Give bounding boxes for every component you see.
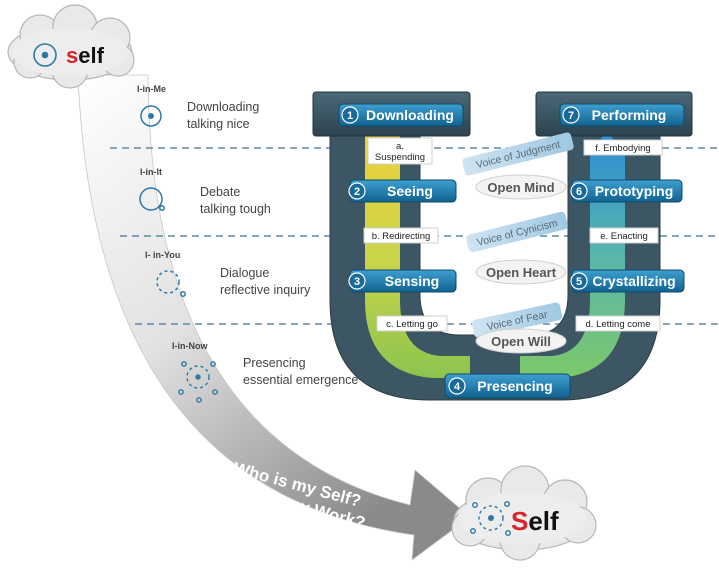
stage-downloading: 1 Downloading [338, 103, 464, 127]
self-icon [33, 43, 57, 67]
open-will: Open Will [475, 328, 567, 354]
svg-text:Debate: Debate [200, 185, 240, 199]
stage-performing: 7 Performing [559, 103, 685, 127]
svg-text:e. Enacting: e. Enacting [600, 231, 648, 242]
self-cloud-bottom: Self [451, 465, 597, 561]
self-word: self [66, 43, 105, 68]
svg-text:b. Redirecting: b. Redirecting [372, 231, 431, 242]
stage-seeing: 2 Seeing [348, 179, 457, 203]
svg-text:Downloading: Downloading [187, 100, 259, 114]
dotted-ring-icon [178, 361, 218, 403]
svg-text:Open Will: Open Will [491, 334, 551, 349]
open-mind: Open Mind [475, 174, 567, 200]
stage-label: Performing [592, 107, 667, 123]
stage-number: 4 [454, 381, 461, 393]
svg-text:Suspending: Suspending [375, 152, 425, 163]
stage-label: Sensing [385, 273, 439, 289]
transition-embodying: f. Embodying [583, 139, 663, 156]
level-i-in-you: I- in-You Dialogue reflective inquiry [145, 250, 311, 297]
svg-text:talking nice: talking nice [187, 117, 250, 131]
stage-number: 7 [568, 110, 574, 122]
stage-crystallizing: 5 Crystallizing [570, 269, 685, 293]
stage-label: Seeing [387, 183, 433, 199]
transition-letting-go: c. Letting go [376, 315, 448, 332]
stage-number: 5 [576, 276, 582, 288]
stage-number: 1 [347, 110, 353, 122]
svg-text:Dialogue: Dialogue [220, 266, 269, 280]
svg-text:c. Letting go: c. Letting go [386, 319, 438, 330]
svg-text:Open Mind: Open Mind [487, 180, 554, 195]
svg-text:f. Embodying: f. Embodying [595, 143, 650, 154]
self-cloud-top: self [7, 4, 135, 89]
voice-of-cynicism: Voice of Cynicism [466, 211, 568, 253]
transition-suspending: a. Suspending [367, 137, 433, 165]
open-heart: Open Heart [475, 259, 567, 285]
dashed-circle-icon [156, 270, 186, 297]
single-small-circle-icon [140, 105, 162, 127]
svg-text:I- in-You: I- in-You [145, 250, 180, 260]
svg-text:I-in-Me: I-in-Me [137, 84, 166, 94]
level-i-in-it: I-in-It Debate talking tough [139, 167, 271, 216]
level-i-in-now: I-in-Now Presencing essential emergence [172, 341, 358, 403]
transition-letting-come: d. Letting come [575, 315, 661, 332]
transition-enacting: e. Enacting [589, 227, 659, 244]
svg-text:talking tough: talking tough [200, 202, 271, 216]
svg-text:Presencing: Presencing [243, 356, 306, 370]
stage-number: 3 [354, 276, 360, 288]
stage-prototyping: 6 Prototyping [570, 179, 683, 203]
stage-number: 6 [576, 186, 582, 198]
level-i-in-me: I-in-Me Downloading talking nice [137, 84, 259, 131]
svg-text:Open Heart: Open Heart [486, 265, 557, 280]
svg-text:a.: a. [396, 141, 404, 152]
svg-text:reflective inquiry: reflective inquiry [220, 283, 311, 297]
journey-arrow [77, 74, 471, 561]
open-circle-icon [139, 187, 165, 211]
svg-text:d. Letting come: d. Letting come [586, 319, 651, 330]
stage-presencing: 4 Presencing [444, 373, 571, 399]
self-word: Self [511, 506, 559, 536]
stage-label: Prototyping [595, 183, 674, 199]
svg-text:essential emergence: essential emergence [243, 373, 358, 387]
svg-text:I-in-Now: I-in-Now [172, 341, 208, 351]
stage-sensing: 3 Sensing [348, 269, 457, 293]
self-icon [470, 501, 512, 537]
stage-label: Crystallizing [592, 273, 675, 289]
stage-label: Presencing [477, 378, 552, 394]
svg-text:I-in-It: I-in-It [140, 167, 162, 177]
stage-number: 2 [354, 186, 360, 198]
voice-of-judgment: Voice of Judgment [462, 132, 574, 176]
stage-label: Downloading [366, 107, 454, 123]
transition-redirecting: b. Redirecting [363, 227, 439, 244]
